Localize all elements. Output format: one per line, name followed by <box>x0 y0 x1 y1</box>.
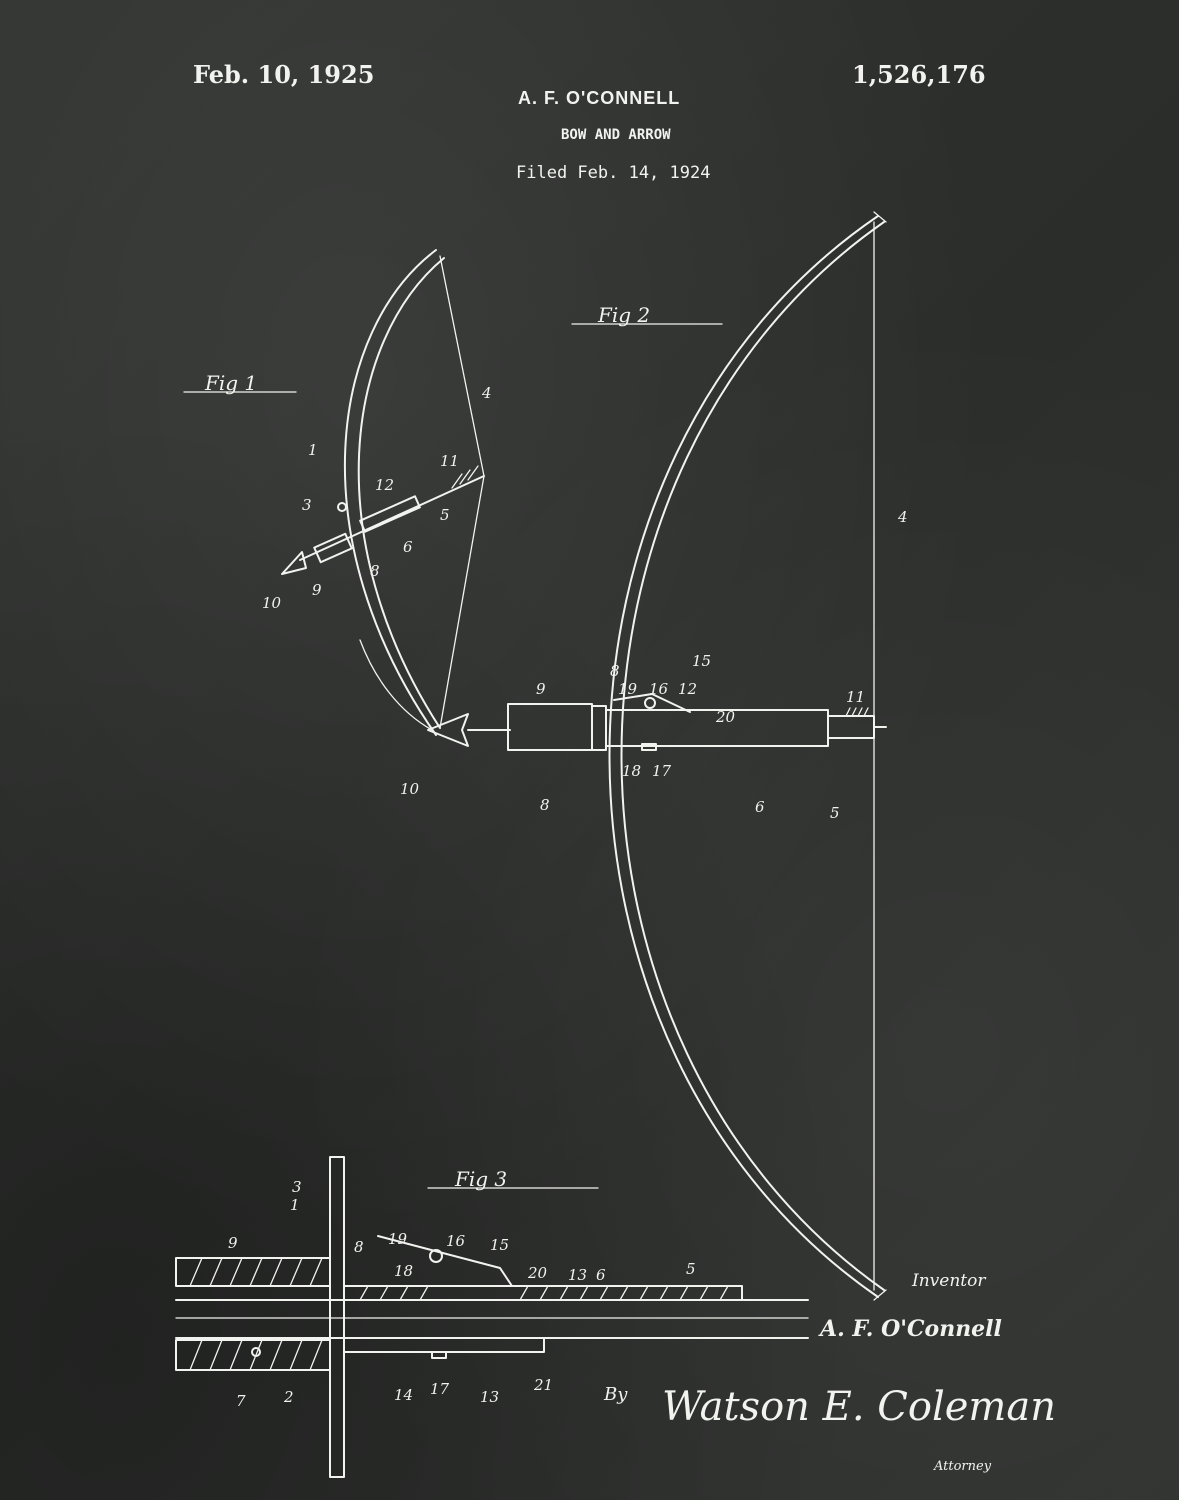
fig1-arrow-point <box>281 551 307 575</box>
fig3-sleeve-lower <box>343 1337 545 1353</box>
inventor-name-header: A. F. O'CONNELL <box>518 88 681 108</box>
fig1-label-4: 4 <box>481 384 492 402</box>
fig2-label-12: 12 <box>678 680 697 698</box>
fig1-label-10: 10 <box>262 594 282 612</box>
fig3-label-8: 8 <box>354 1238 364 1256</box>
fig3-label-13-bottom: 13 <box>480 1388 499 1406</box>
fig3-sleeve-upper <box>343 1285 743 1301</box>
fig2-catch-pivot <box>644 697 656 709</box>
fig3-label-18: 18 <box>394 1262 413 1280</box>
fig2-arrow-point <box>427 713 469 747</box>
fig2-fletching <box>845 707 869 717</box>
filed-date: Filed Feb. 14, 1924 <box>516 163 711 183</box>
fig3-label-20: 20 <box>527 1264 548 1282</box>
fig3-hatch-sleeve <box>359 1285 729 1301</box>
fig2-catch-base <box>641 743 657 751</box>
fig3-label-19: 19 <box>388 1230 408 1248</box>
fig2-label-20: 20 <box>715 708 736 726</box>
fig2-caption: Fig 2 <box>597 303 650 327</box>
fig3-bow-riser <box>329 1156 345 1478</box>
fig3-label-3: 3 <box>292 1178 302 1196</box>
fig1-label-6: 6 <box>403 538 413 556</box>
fig2-label-8-bottom: 8 <box>540 796 550 814</box>
fig3-label-2: 2 <box>283 1388 294 1406</box>
fig2-label-4: 4 <box>897 508 908 526</box>
fig1-bow-outer <box>343 249 437 736</box>
fig2-bow-outer <box>608 215 879 1298</box>
fig2-label-9: 9 <box>536 680 546 698</box>
fig1-sleeve <box>359 495 421 533</box>
fig1-label-8: 8 <box>370 562 380 580</box>
fig1-pivot <box>337 502 347 512</box>
fig2-catch-lever <box>613 693 691 713</box>
fig2-label-16: 16 <box>649 680 669 698</box>
fig3-hatch-upper <box>189 1257 323 1287</box>
fig1-label-1: 1 <box>308 441 318 459</box>
fig2-label-6: 6 <box>755 798 765 816</box>
fig1-label-5: 5 <box>440 506 450 524</box>
fig3-label-13-top: 13 <box>568 1266 587 1284</box>
fig1-caption: Fig 1 <box>204 371 257 395</box>
figure-3: Fig 3 1 2 3 5 6 7 8 9 13 13 14 15 <box>175 1156 809 1478</box>
fig1-bow-grip-hatch <box>359 639 433 731</box>
fig2-label-5: 5 <box>830 804 840 822</box>
fig2-arrow-shaft-end <box>827 715 875 739</box>
fig2-bow-tip-top <box>873 211 887 223</box>
figure-2: Fig 2 4 5 6 8 8 9 10 11 12 15 16 17 18 <box>400 211 908 1301</box>
fig2-label-10: 10 <box>400 780 420 798</box>
fig2-label-8-top: 8 <box>610 662 620 680</box>
fig2-label-19: 19 <box>618 680 638 698</box>
fig2-arrow-head <box>507 703 593 751</box>
fig3-label-21: 21 <box>533 1376 553 1394</box>
fig3-label-1: 1 <box>290 1196 300 1214</box>
fig1-label-12: 12 <box>375 476 394 494</box>
fig1-bow-inner <box>357 257 445 729</box>
fig1-label-9: 9 <box>312 581 322 599</box>
fig3-label-7: 7 <box>236 1392 246 1410</box>
by-label: By <box>603 1384 628 1405</box>
fig3-caption-text: Fig 3 <box>454 1167 507 1191</box>
fig2-collar <box>591 705 607 751</box>
fig2-bow-tip-bottom <box>873 1289 887 1301</box>
patent-number: 1,526,176 <box>852 60 986 89</box>
patent-date: Feb. 10, 1925 <box>193 60 375 89</box>
fig3-label-5: 5 <box>686 1260 696 1278</box>
inventor-signature: A. F. O'Connell <box>818 1316 1002 1342</box>
fig2-label-17: 17 <box>652 762 672 780</box>
fig2-label-15: 15 <box>692 652 711 670</box>
fig2-bow-inner <box>620 221 885 1291</box>
fig1-fletching <box>451 465 479 489</box>
attorney-label: Attorney <box>933 1459 992 1474</box>
fig1-arrow-shaft <box>299 475 485 561</box>
signature-block: Inventor A. F. O'Connell By Watson E. Co… <box>603 1271 1056 1474</box>
patent-title: BOW AND ARROW <box>561 127 671 143</box>
fig1-label-3: 3 <box>302 496 312 514</box>
inventor-label: Inventor <box>911 1271 986 1291</box>
fig3-label-6: 6 <box>596 1266 606 1284</box>
fig3-label-16: 16 <box>446 1232 466 1250</box>
fig3-head-upper <box>175 1257 331 1287</box>
fig3-catch-base <box>431 1351 447 1359</box>
attorney-signature: Watson E. Coleman <box>662 1384 1056 1430</box>
fig1-label-11: 11 <box>440 452 459 470</box>
fig3-label-9: 9 <box>228 1234 238 1252</box>
figure-1: Fig 1 1 3 4 5 6 8 9 10 11 12 <box>183 249 492 736</box>
fig3-catch-pivot <box>429 1249 443 1263</box>
fig3-label-15: 15 <box>490 1236 509 1254</box>
fig3-label-14: 14 <box>394 1386 413 1404</box>
fig3-catch-lever <box>377 1235 513 1287</box>
fig3-pin <box>251 1347 261 1357</box>
fig1-arrow-head-body <box>313 532 353 564</box>
fig3-head-lower <box>175 1339 331 1371</box>
fig2-label-18: 18 <box>622 762 641 780</box>
fig3-label-17: 17 <box>430 1380 450 1398</box>
fig2-label-11: 11 <box>846 688 865 706</box>
